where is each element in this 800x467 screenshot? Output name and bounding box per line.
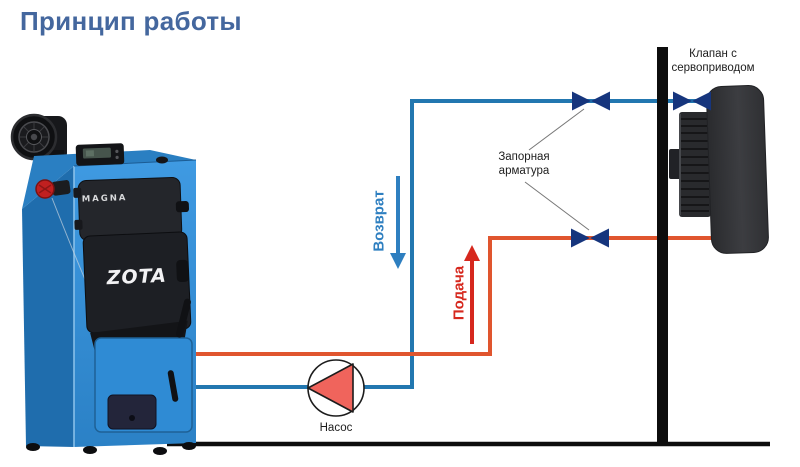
boiler-side-lever	[175, 298, 191, 338]
return-pipe	[186, 99, 712, 389]
pump-label: Насос	[319, 422, 353, 434]
servo-valve-icon	[673, 91, 711, 111]
shutoff-label-pointer-top	[528, 108, 585, 151]
fan-heater-illustration	[669, 85, 769, 254]
shutoff-valve-icon-supply	[571, 228, 609, 248]
boiler-top-knob	[156, 156, 168, 164]
boiler-illustration: MAGNA ZOTA	[10, 113, 197, 455]
boiler-control-panel	[75, 143, 125, 166]
fan-heater-grille	[679, 112, 711, 217]
boiler-ash-door	[107, 394, 157, 430]
pump-impeller	[307, 363, 354, 413]
boiler-model-text: MAGNA	[82, 193, 128, 205]
shutoff-label-pointer-bottom	[524, 181, 590, 231]
shutoff-valves-label: Запорная арматура	[498, 151, 550, 178]
boiler-side-valve-knob	[35, 179, 71, 199]
return-flow-arrow	[390, 176, 406, 269]
boiler-side-face	[22, 166, 74, 447]
fan-heater-body	[706, 85, 769, 254]
boiler-top-face	[22, 150, 196, 209]
shutoff-valve-icon-return	[572, 91, 610, 111]
boiler-upper-door: MAGNA	[73, 177, 190, 241]
page-title: Принцип работы	[20, 6, 242, 36]
supply-flow-label: Подача	[450, 265, 468, 321]
supply-flow-arrow	[464, 245, 480, 344]
servo-valve-label: Клапан с сервоприводом	[671, 48, 755, 75]
boiler-lower-door: ZOTA	[82, 231, 192, 352]
wall	[657, 47, 668, 445]
fan-heater-bracket	[669, 149, 681, 179]
boiler-brand-text: ZOTA	[105, 265, 167, 290]
return-flow-label: Возврат	[370, 190, 388, 252]
pump-icon	[307, 359, 365, 417]
